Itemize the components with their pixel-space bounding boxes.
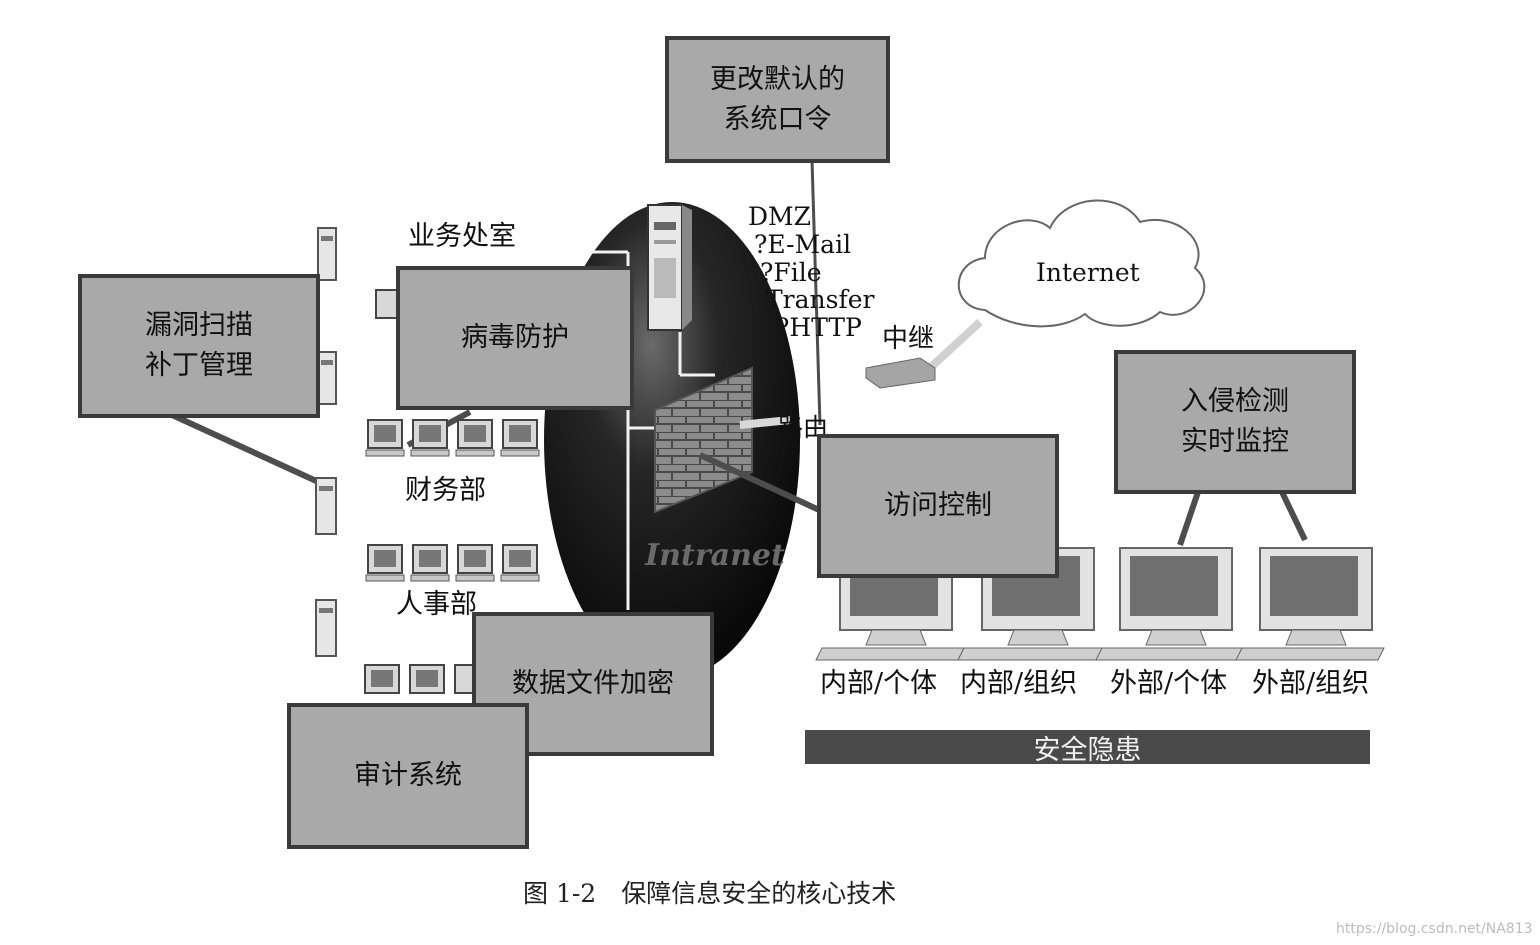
audit-box: 审计系统 [287,703,529,849]
intrusion-detection-line-2: 实时监控 [1181,426,1289,457]
server-left-3-icon [315,477,337,535]
internet-label: Internet [1036,258,1140,287]
antivirus-label: 病毒防护 [461,322,569,353]
server-left-4-icon [315,599,337,657]
file-encryption-label: 数据文件加密 [512,668,674,699]
dmz-label: DMZ [748,202,812,231]
firewall-icon [654,366,753,514]
vuln-scan-box: 漏洞扫描补丁管理 [78,274,320,418]
finance-label: 财务部 [405,475,486,506]
threat-internal-organization: 内部/组织 [960,668,1078,699]
intrusion-detection-line-1: 入侵检测 [1181,386,1289,417]
threat-external-organization: 外部/组织 [1252,668,1370,699]
internet-cloud-icon [957,199,1206,328]
audit-label: 审计系统 [354,760,462,791]
intranet-label: Intranet [644,538,785,573]
antivirus-box: 病毒防护 [396,266,634,410]
office-workstation-partial-icon [375,289,399,319]
dmz-email-label: ?E-Mail [754,230,852,259]
threat-internal-individual: 内部/个体 [820,668,938,699]
default-password-line-1: 更改默认的 [710,63,845,95]
dmz-server-icon [647,204,692,331]
default-password-box: 更改默认的系统口令 [665,36,890,163]
business-office-label: 业务处室 [408,221,516,252]
office-workstations-icon [364,664,476,694]
dmz-transfer-label: Transfer [766,285,875,314]
dmz-file-label: ?File [760,258,822,287]
finance-workstations-icon [365,419,540,457]
figure-caption: 图 1-2 保障信息安全的核心技术 [523,879,897,908]
intrusion-detection-box: 入侵检测实时监控 [1114,350,1356,494]
monitor-external-organization-icon [1235,547,1385,661]
access-control-box: 访问控制 [817,434,1059,578]
monitor-external-individual-icon [1095,547,1245,661]
dmz-link [810,159,822,426]
hr-label: 人事部 [396,589,477,620]
server-left-2-icon [317,351,337,405]
threat-external-individual: 外部/个体 [1110,668,1228,699]
relay-label: 中继 [882,324,935,354]
vuln-scan-line-1: 漏洞扫描 [145,310,253,341]
relay-device-icon [865,319,983,389]
dmz-http-label: ?HTTP [776,313,862,342]
server-left-1-icon [317,227,337,281]
vuln-scan-line-2: 补丁管理 [145,350,253,381]
watermark: https://blog.csdn.net/NA813 [1336,921,1533,937]
hr-workstations-icon [365,544,540,582]
security-risks-bar: 安全隐患 [805,730,1370,766]
router-link [739,416,791,429]
default-password-line-2: 系统口令 [723,103,832,135]
access-control-label: 访问控制 [884,490,992,521]
